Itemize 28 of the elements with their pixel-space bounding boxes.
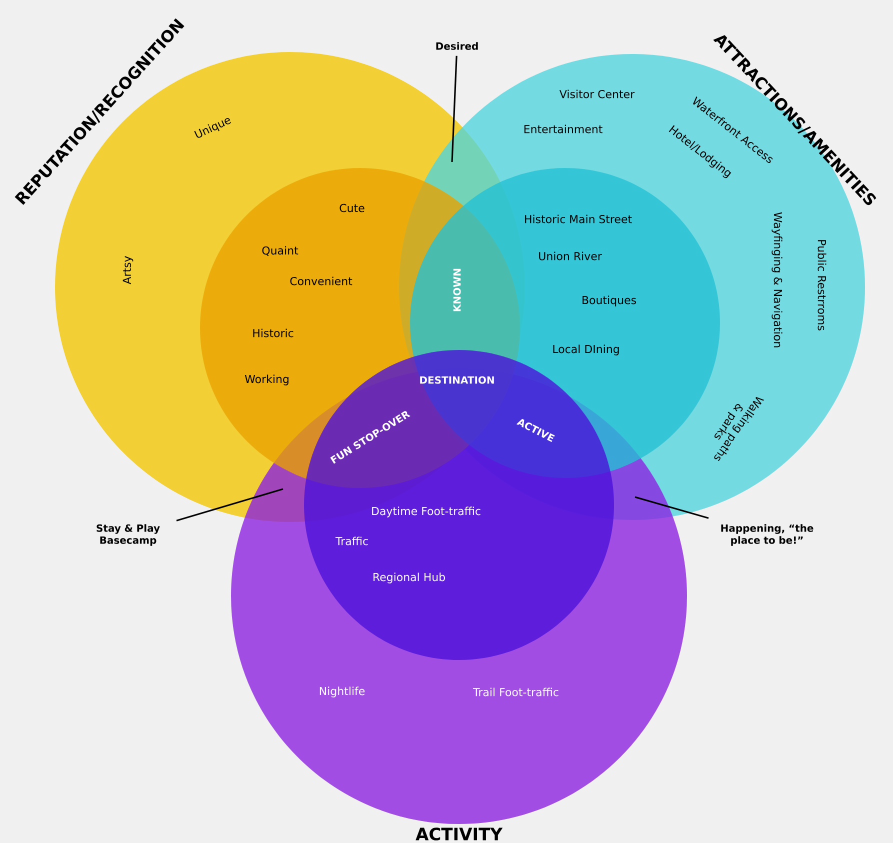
item-label: Union River: [539, 252, 602, 260]
item-label: Wayfinging & Navigation: [772, 212, 782, 348]
circle-heading: ACTIVITY: [416, 828, 503, 840]
item-label: Daytime Foot-traffic: [372, 506, 480, 518]
item-label: Entertainment: [524, 124, 602, 134]
item-label: Artsy: [122, 256, 134, 284]
item-label: Local DIning: [553, 344, 619, 356]
region-label: KNOWN: [453, 268, 461, 312]
item-label: Public Restrroms: [818, 240, 826, 330]
leader-line: [451, 56, 458, 162]
item-label: Regional Hub: [374, 572, 445, 584]
item-label: Historic Main Street: [525, 214, 632, 224]
region-label: DESTINATION: [420, 376, 494, 384]
item-label: Traffic: [335, 536, 368, 546]
callout-text: Happening, “the place to be!”: [721, 524, 814, 546]
item-label: Nightlife: [320, 686, 365, 698]
item-label: Cute: [340, 204, 364, 212]
item-label: Convenient: [290, 276, 352, 286]
item-label: Boutiques: [582, 296, 636, 306]
item-label: Visitor Center: [559, 90, 635, 98]
leader-line: [634, 496, 709, 519]
item-label: Historic: [253, 328, 294, 338]
callout-text: Desired: [436, 42, 478, 50]
leader-line: [176, 488, 284, 522]
callout-text: Stay & Play Basecamp: [96, 524, 160, 546]
item-label: Trail Foot-traffic: [473, 688, 558, 696]
item-label: Quaint: [262, 246, 298, 256]
item-label: Working: [244, 374, 288, 386]
